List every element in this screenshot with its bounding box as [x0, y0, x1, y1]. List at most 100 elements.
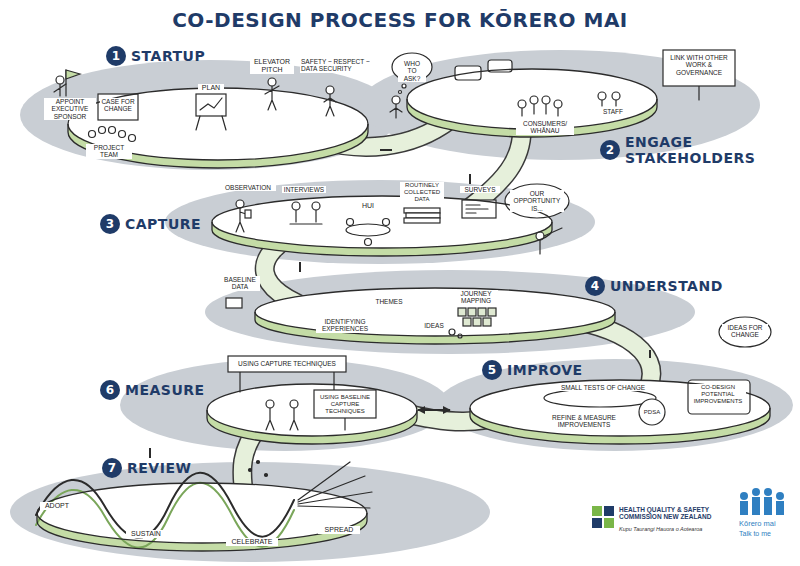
platform-outline [22, 458, 542, 558]
illustration-part [598, 92, 606, 100]
stage-name: IMPROVE [507, 362, 583, 378]
illustration-label: USING CAPTURE TECHNIQUES [230, 360, 344, 367]
illustration-part [530, 96, 538, 104]
illustration-part [290, 400, 298, 408]
illustration-label: SAFETY ~ RESPECT ~ DATA SECURITY [300, 58, 372, 73]
illustration-part [639, 399, 665, 425]
stage-number: 7 [102, 458, 122, 478]
illustration-part [437, 359, 793, 451]
illustration-label: OUR OPPORTUNITY IS... [510, 190, 564, 212]
stage-name: CAPTURE [125, 216, 201, 232]
stage-heading: 7REVIEW [102, 458, 191, 478]
illustration-part [292, 202, 300, 210]
illustration-label: CO-DESIGN POTENTIAL IMPROVEMENTS [690, 384, 746, 405]
illustration-part [98, 94, 138, 120]
platform-top-line [255, 288, 615, 336]
stage-platform: 4UNDERSTAND [215, 272, 727, 350]
illustration-part [462, 200, 496, 218]
illustration-part [602, 100, 616, 106]
illustration-part [404, 218, 440, 223]
illustration-label: IDEAS [420, 322, 448, 329]
illustration-part [290, 210, 322, 224]
illustration-part [463, 318, 471, 326]
illustration-label: BASELINE DATA [220, 276, 260, 291]
illustration-part [266, 408, 274, 430]
platform-top [212, 196, 552, 248]
platform-side-line [207, 410, 417, 444]
platform-top-line [470, 380, 770, 436]
illustration-label: PLAN [198, 84, 224, 92]
illustration-part [604, 506, 614, 516]
illustration-part [36, 473, 294, 538]
illustration-part [764, 488, 772, 496]
illustration-part [36, 483, 294, 548]
illustration-part [56, 76, 64, 84]
illustration-part [99, 127, 106, 134]
stage-name: MEASURE [125, 382, 205, 398]
road-connector [380, 149, 392, 151]
illustration-label: JOURNEY MAPPING [454, 290, 498, 305]
illustration-part [604, 518, 614, 528]
platform-side-line [212, 222, 552, 256]
stage-number: 1 [106, 46, 126, 66]
ground [10, 50, 793, 562]
illustration-label: IDEAS FOR CHANGE [722, 324, 768, 339]
illustration-label: ROUTINELY COLLECTED DATA [400, 182, 444, 203]
stage-name: ENGAGE STAKEHOLDERS [625, 134, 770, 166]
illustration-label: HUI [358, 202, 378, 210]
platform-fills [37, 69, 770, 551]
illustration-label: WHO TO ASK? [398, 60, 426, 82]
illustration-part [406, 213, 440, 218]
illustration-label: SUSTAIN [126, 530, 166, 538]
illustration-part [66, 70, 80, 79]
illustration-label: LINK WITH OTHER WORK & GOVERNANCE [666, 54, 732, 76]
illustration-part [390, 104, 402, 118]
stage-heading: 6 MEASURE [100, 380, 205, 400]
illustration-label: REFINE & MEASURE IMPROVEMENTS [545, 414, 623, 429]
illustration-label: APPOINT EXECUTIVE SPONSOR [44, 98, 96, 120]
illustration-label: PROJECT TEAM [86, 144, 132, 159]
illustration-part [698, 86, 699, 100]
illustration-part [399, 91, 402, 94]
illustration-part [89, 131, 96, 138]
illustration-part [522, 104, 558, 116]
illustration-label: SPREAD [318, 526, 360, 534]
stage-number: 4 [585, 276, 605, 296]
stage-heading: 4UNDERSTAND [585, 276, 723, 296]
illustration-part [290, 408, 298, 430]
platform-top [470, 380, 770, 436]
stage-heading: 3 CAPTURE [100, 214, 201, 234]
illustration-label: PDSA [641, 409, 663, 416]
illustration-part [449, 329, 455, 335]
illustration-part [740, 492, 748, 500]
illustration-part [240, 372, 334, 392]
platform-side-line [470, 408, 770, 444]
illustration-part [120, 359, 450, 451]
illustration-part [518, 100, 526, 108]
illustration-part [468, 308, 476, 316]
stage-number: 5 [482, 360, 502, 380]
road-connector [418, 409, 450, 411]
illustration-part [383, 219, 390, 226]
illustration-part [266, 400, 274, 408]
illustration-part [392, 96, 400, 104]
platform-top-line [37, 483, 367, 543]
illustration-label: THEMES [370, 298, 408, 305]
illustration-part [344, 418, 345, 430]
illustration-part [268, 78, 276, 86]
illustration-part [245, 210, 251, 218]
stage-number: 3 [100, 214, 120, 234]
illustration-part [228, 356, 346, 372]
stage-number: 6 [100, 380, 120, 400]
illustration-part [326, 86, 334, 94]
illustration-label: CASE FOR CHANGE [100, 98, 136, 113]
illustration-part [776, 492, 784, 500]
illustration-part [200, 98, 222, 110]
illustration-part [347, 219, 354, 226]
illustration-part [740, 501, 748, 515]
illustration-part [592, 518, 602, 528]
illustration-part [776, 501, 784, 515]
illustration-label: Talk to me [738, 530, 790, 538]
illustration-part [764, 497, 772, 515]
